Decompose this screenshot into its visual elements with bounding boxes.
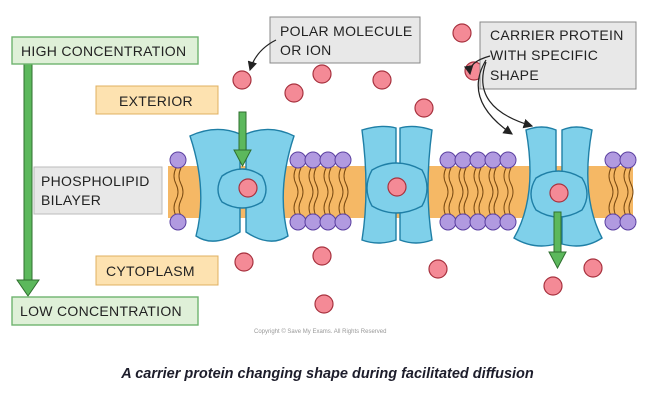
lipid-tail — [308, 167, 314, 217]
facilitated-diffusion-diagram: HIGH CONCENTRATION LOW CONCENTRATION EXT… — [11, 16, 637, 335]
lipid-head — [604, 213, 622, 231]
lipid-head — [484, 213, 502, 231]
lipid-head — [439, 151, 457, 169]
polar-molecule — [312, 246, 332, 266]
high-concentration-label: HIGH CONCENTRATION — [21, 43, 186, 59]
lipid-tail — [623, 167, 629, 217]
lipid-tail — [298, 167, 304, 217]
phospholipid-box — [33, 166, 163, 215]
lipid-head — [169, 151, 187, 169]
lipid-head — [619, 151, 637, 169]
carrier-pointer-molecule — [463, 55, 491, 76]
high-concentration-box — [11, 36, 199, 65]
exterior-box — [95, 85, 219, 115]
low-concentration-label: LOW CONCENTRATION — [20, 303, 182, 319]
lipid-tail — [443, 167, 449, 217]
polar-molecule — [312, 64, 332, 84]
phospholipid-label-line2: BILAYER — [41, 192, 101, 208]
entry-arrow — [233, 111, 252, 168]
lipid-tail — [493, 167, 499, 217]
carrier-protein-box — [479, 21, 637, 90]
polar-molecule — [314, 294, 334, 314]
lipid-tail — [293, 167, 299, 217]
lipid-head — [499, 151, 517, 169]
polar-molecule-pointer — [247, 39, 277, 72]
polar-molecule-label-line1: POLAR MOLECULE — [280, 23, 413, 39]
exterior-label: EXTERIOR — [119, 93, 193, 109]
lipid-head — [319, 213, 337, 231]
lipid-head — [304, 151, 322, 169]
polar-molecule — [428, 259, 448, 279]
lipid-head — [469, 151, 487, 169]
phospholipid-label-line1: PHOSPHOLIPID — [41, 173, 150, 189]
carrier-pointer-protein-2 — [482, 61, 534, 129]
polar-molecule — [414, 98, 434, 118]
lipid-head — [439, 213, 457, 231]
lipid-tail — [323, 167, 329, 217]
low-concentration-box — [11, 296, 199, 326]
exit-arrow — [548, 211, 567, 270]
lipid-head — [334, 213, 352, 231]
polar-molecule — [372, 70, 392, 90]
lipid-tail — [338, 167, 344, 217]
lipid-head — [604, 151, 622, 169]
lipid-heads-outer — [169, 151, 637, 169]
polar-molecule — [232, 70, 252, 90]
cytoplasm-label: CYTOPLASM — [106, 263, 195, 279]
carrier-protein-label-line1: CARRIER PROTEIN — [490, 27, 624, 43]
lipid-tail — [473, 167, 479, 217]
lipid-tail — [343, 167, 349, 217]
polar-molecule — [549, 183, 569, 203]
carrier-protein-label-line3: SHAPE — [490, 67, 539, 83]
lipid-tail — [503, 167, 509, 217]
lipid-tail — [448, 167, 454, 217]
polar-molecule — [387, 177, 407, 197]
lipid-tail — [463, 167, 469, 217]
lipid-head — [319, 151, 337, 169]
lipid-tail — [173, 167, 179, 217]
carrier-pointer-protein-1 — [477, 59, 513, 135]
lipid-tail — [508, 167, 514, 217]
polar-molecule — [452, 23, 472, 43]
lipid-head — [304, 213, 322, 231]
lipid-tail — [178, 167, 184, 217]
carrier-protein-label-line2: WITH SPECIFIC — [490, 47, 598, 63]
polar-molecule — [543, 276, 563, 296]
lipid-head — [499, 213, 517, 231]
lipid-head — [289, 151, 307, 169]
figure-caption: A carrier protein changing shape during … — [121, 366, 534, 382]
polar-molecule-label-line2: OR ION — [280, 42, 332, 58]
lipid-head — [334, 151, 352, 169]
lipid-tail — [608, 167, 614, 217]
lipid-head — [454, 151, 472, 169]
polar-molecule — [234, 252, 254, 272]
lipid-tail — [313, 167, 319, 217]
lipid-head — [469, 213, 487, 231]
polar-molecule-box — [269, 16, 421, 64]
copyright-notice: Copyright © Save My Exams. All Rights Re… — [254, 328, 386, 335]
lipid-tail — [488, 167, 494, 217]
polar-molecule — [238, 178, 258, 198]
lipid-head — [454, 213, 472, 231]
lipid-tail — [628, 167, 634, 217]
lipid-heads-inner — [169, 213, 637, 231]
lipid-tails — [173, 167, 634, 217]
cytoplasm-box — [95, 255, 219, 286]
polar-molecule — [583, 258, 603, 278]
carrier-protein-open-cytoplasm — [513, 126, 603, 247]
polar-molecule — [284, 83, 304, 103]
lipid-head — [619, 213, 637, 231]
lipid-head — [484, 151, 502, 169]
lipid-tail — [613, 167, 619, 217]
lipid-head — [289, 213, 307, 231]
lipid-head — [169, 213, 187, 231]
lipid-tail — [458, 167, 464, 217]
lipid-tail — [328, 167, 334, 217]
lipid-tail — [478, 167, 484, 217]
